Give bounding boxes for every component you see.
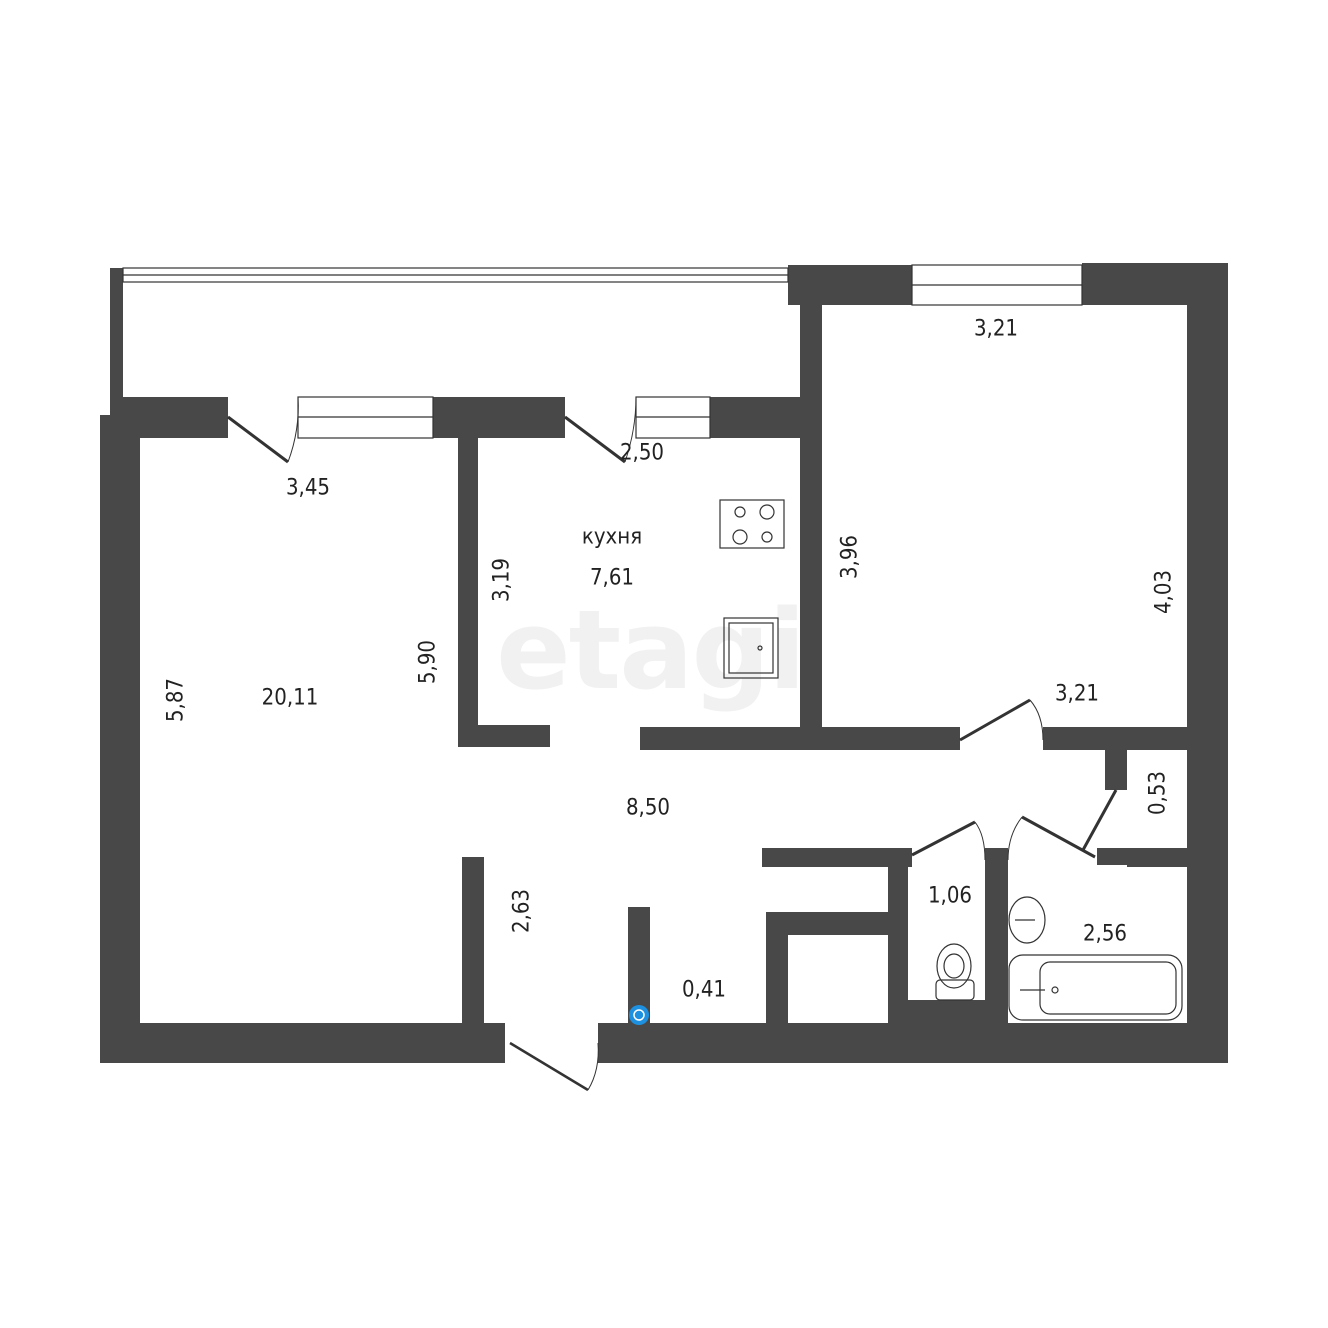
watermark: etagi (496, 586, 806, 714)
dim-bedroom-right: 4,03 (1151, 569, 1177, 615)
dim-living-left: 5,87 (163, 677, 189, 723)
living-area: 20,11 (261, 685, 319, 711)
dim-bedroom-top: 3,21 (973, 316, 1019, 342)
washbasin-icon (1008, 896, 1046, 944)
toilet-area: 1,06 (927, 883, 973, 909)
closet-area: 0,41 (681, 977, 727, 1003)
dim-bedroom-left: 3,96 (837, 534, 863, 580)
dim-living-top: 3,45 (285, 475, 331, 501)
sink-icon (723, 617, 779, 679)
windows (122, 264, 1083, 439)
toilet-icon (935, 943, 975, 1001)
dim-kitchen-left: 3,19 (489, 557, 515, 603)
dim-bedroom-bottom: 3,21 (1054, 681, 1100, 707)
bathtub-icon (1008, 954, 1183, 1021)
stove-icon (719, 499, 785, 549)
kitchen-name: кухня (581, 524, 643, 550)
hall-area: 8,50 (625, 795, 671, 821)
storage-area: 0,53 (1145, 770, 1171, 816)
dim-corridor: 2,63 (509, 888, 535, 934)
walls (100, 263, 1228, 1063)
bath-area: 2,56 (1082, 921, 1128, 947)
riser-marker-icon (629, 1005, 649, 1025)
dim-living-right: 5,90 (415, 639, 441, 685)
doors (227, 396, 1118, 1092)
dim-kitchen-top: 2,50 (619, 440, 665, 466)
kitchen-area: 7,61 (589, 565, 635, 591)
